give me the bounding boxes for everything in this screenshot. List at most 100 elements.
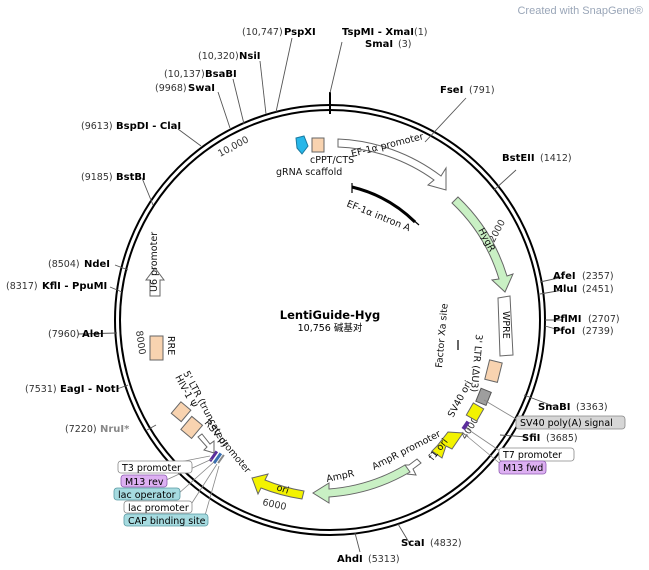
site-bspdi-clai: (9613) BspDI - ClaI (81, 121, 181, 132)
t7-site-mark (461, 420, 470, 431)
ltr3-label: 3' LTR (ΔU3) (468, 334, 484, 393)
rre-label: RRE (165, 336, 176, 355)
t7-leader (465, 427, 504, 454)
site-name: NsiI (239, 51, 260, 62)
tick-8000: 8000 (133, 330, 147, 355)
snapgene-watermark: Created with SnapGene® (517, 5, 643, 17)
wpre-box (497, 295, 514, 357)
sv40-polya-leader (483, 399, 522, 423)
site-pos: (791) (469, 85, 495, 96)
ef1a-intron-label: EF-1α intron A (345, 199, 412, 235)
site-name: TspMI - XmaI (342, 27, 414, 38)
f1-ori-arrow (431, 431, 464, 459)
site-tspmi-xmai: TspMI - XmaI (1) (342, 27, 427, 38)
site-pos: (9968) (155, 83, 187, 94)
site-pos: (1412) (540, 153, 572, 164)
grna-label: gRNA scaffold (276, 167, 342, 178)
site-pos: (1) (414, 27, 427, 38)
tag-t3-promoter-label: T3 promoter (121, 463, 181, 474)
watermark-text: Created with SnapGene® (517, 5, 643, 17)
site-pos: (8504) (48, 259, 80, 270)
site-pos: (9613) (81, 121, 113, 132)
site-name: EagI - NotI (60, 384, 119, 395)
site-pos: (4832) (430, 538, 462, 549)
site-kfli-ppumi: (8317) KflI - PpuMI (6, 281, 107, 292)
ef1a-intron-arc (351, 185, 417, 224)
factor-xa-label: Factor Xa site (434, 303, 451, 368)
site-name: SnaBI (538, 402, 570, 413)
site-ahdi: AhdI (5313) (337, 554, 400, 565)
lac-operator-mark (212, 452, 223, 465)
site-pos: (5313) (368, 554, 400, 565)
tag-m13-rev (120, 474, 168, 488)
ef1a-promoter-arrow (337, 138, 447, 191)
tag-lac-operator-label: lac operator (118, 490, 176, 501)
site-pspxi: (10,747) PspXI (242, 27, 316, 38)
grna-scaffold-mark (295, 135, 309, 155)
site-nsii: (10,320) NsiI (198, 51, 260, 62)
ltr3-box (484, 359, 503, 384)
cppt-label: cPPT/CTS (310, 155, 354, 166)
site-pos: (9185) (81, 172, 113, 183)
site-swai: (9968) SwaI (155, 83, 215, 94)
site-pos: (2707) (588, 314, 620, 325)
site-name: AfeI (553, 271, 576, 282)
tag-m13-fwd (498, 460, 547, 475)
restriction-sites: TspMI - XmaI (1) SmaI (3) FseI (791) Bst… (6, 27, 620, 565)
cppt-box (311, 137, 325, 153)
plasmid-size: 10,756 碱基对 (298, 322, 363, 334)
site-name: BspDI - ClaI (116, 121, 181, 132)
tag-lac-promoter-label: lac promoter (128, 503, 189, 514)
site-name: MluI (553, 284, 577, 295)
ltr5-box (170, 401, 192, 423)
tag-sv40-polya (515, 415, 626, 430)
site-eagi-noti: (7531) EagI - NotI (25, 384, 119, 395)
feature-tags: SV40 poly(A) signal T7 promoter M13 fwd … (113, 399, 626, 527)
site-smai: SmaI (3) (365, 39, 411, 50)
u6-promoter-arrow (145, 267, 165, 297)
tag-t3-promoter (117, 460, 193, 474)
site-bstbi: (9185) BstBI (81, 172, 146, 183)
site-pos: (8317) (6, 281, 38, 292)
tick-6000: 6000 (261, 497, 287, 513)
tag-cap-binding-site (123, 513, 209, 527)
wpre-label: WPRE (500, 311, 511, 339)
site-alei: (7960) AleI (48, 329, 104, 340)
site-name: BsaBI (205, 69, 237, 80)
site-mlui: MluI (2451) (553, 284, 614, 295)
sv40-ori-box (465, 402, 485, 422)
features: EF-1α promoter EF-1α intron A HygR WPRE … (145, 131, 514, 504)
site-name: BstBI (116, 172, 146, 183)
tag-m13-fwd-label: M13 fwd (503, 463, 543, 474)
ori-arrow (251, 473, 305, 500)
site-scai: ScaI (4832) (401, 538, 462, 549)
site-name: BstEII (502, 153, 535, 164)
site-pos: (3685) (546, 433, 578, 444)
site-bsabi: (10,137) BsaBI (164, 69, 237, 80)
site-pos: (3) (398, 39, 411, 50)
intron-end-tick (410, 217, 420, 226)
ori-label: ori (275, 482, 290, 496)
site-name: PspXI (284, 27, 316, 38)
site-pos: (2451) (582, 284, 614, 295)
site-name: PfoI (553, 326, 575, 337)
site-pos: (7220) (65, 424, 97, 435)
ampr-label: AmpR (325, 468, 355, 485)
site-sfii: SfiI (3685) (522, 433, 578, 444)
lac-promoter-mark (217, 454, 225, 464)
ampr-arrow (312, 464, 411, 504)
site-pfoi: PfoI (2739) (553, 326, 614, 337)
site-leader-lines (77, 37, 564, 553)
site-bsteii: BstEII (1412) (502, 153, 572, 164)
site-afei: AfeI (2357) (553, 271, 614, 282)
site-name: AhdI (337, 554, 363, 565)
site-name: SfiI (522, 433, 540, 444)
site-name: SmaI (365, 39, 393, 50)
tag-lac-operator (113, 487, 181, 501)
tag-m13-rev-label: M13 rev (125, 477, 164, 488)
site-name: NruI* (100, 424, 130, 435)
tag-lac-promoter (123, 500, 193, 514)
site-pos: (10,320) (198, 51, 239, 62)
site-pflmi: PflMI (2707) (553, 314, 620, 325)
